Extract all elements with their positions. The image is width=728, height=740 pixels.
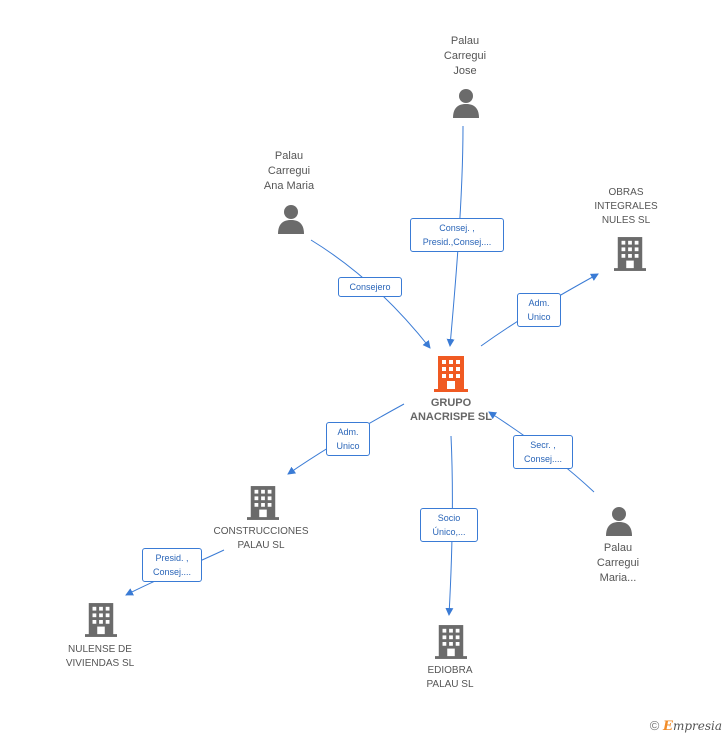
- person-icon[interactable]: [277, 204, 305, 234]
- edge-label-ana-center[interactable]: Consejero: [338, 277, 402, 297]
- copyright-symbol: ©: [649, 718, 660, 733]
- building-icon[interactable]: [434, 356, 468, 392]
- building-icon[interactable]: [85, 603, 117, 637]
- node-label-obras[interactable]: OBRAS INTEGRALES NULES SL: [594, 187, 658, 226]
- edge-label-center-construcciones[interactable]: Adm. Unico: [326, 422, 370, 456]
- node-label-ana-maria[interactable]: Palau Carregui Ana Maria: [263, 150, 315, 192]
- person-icon[interactable]: [605, 506, 633, 536]
- empresia-logo: © Empresia: [649, 718, 722, 734]
- edge-label-center-ediobra[interactable]: Socio Único,...: [420, 508, 478, 542]
- building-icon[interactable]: [247, 486, 279, 520]
- building-icon[interactable]: [435, 625, 467, 659]
- node-label-ediobra[interactable]: EDIOBRA PALAU SL: [426, 665, 474, 690]
- building-icon[interactable]: [614, 237, 646, 271]
- edge-label-center-obras[interactable]: Adm. Unico: [517, 293, 561, 327]
- node-label-construcciones[interactable]: CONSTRUCCIONES PALAU SL: [213, 526, 309, 551]
- node-label-center[interactable]: GRUPO ANACRISPE SL: [410, 397, 492, 423]
- node-label-jose[interactable]: Palau Carregui Jose: [443, 35, 487, 77]
- person-icon[interactable]: [452, 88, 480, 118]
- node-label-nulense[interactable]: NULENSE DE VIVIENDAS SL: [65, 644, 135, 669]
- node-label-maria[interactable]: Palau Carregui Maria...: [596, 542, 640, 584]
- edge-label-maria-center[interactable]: Secr. , Consej....: [513, 435, 573, 469]
- edge-label-construcciones-nulense[interactable]: Presid. , Consej....: [142, 548, 202, 582]
- edge-label-jose-center[interactable]: Consej. , Presid.,Consej....: [410, 218, 504, 252]
